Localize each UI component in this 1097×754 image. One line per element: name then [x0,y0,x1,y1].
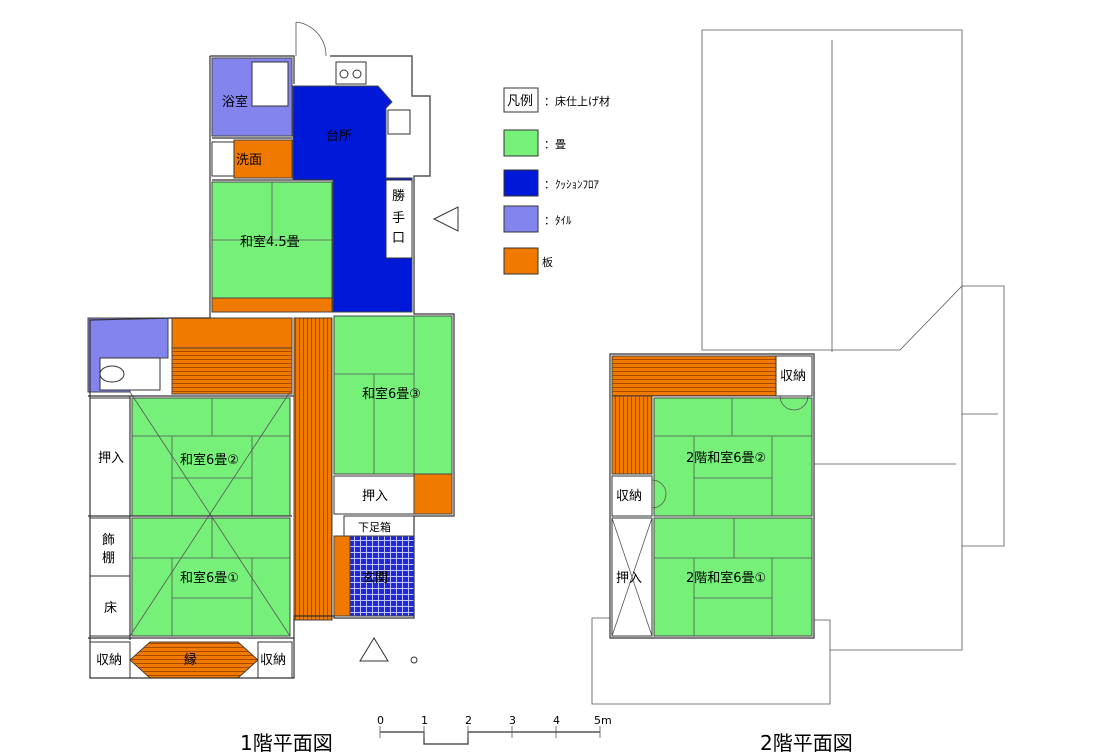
label-geta-bako: 下足箱 [358,520,391,534]
caption-floor1: 1階平面図 [240,731,333,754]
genkan-board [333,535,351,617]
f2-shuno-top [775,355,813,397]
label-shuno-right: 収納 [260,653,286,668]
label-katteguchi-3: 口 [392,231,405,246]
label-shuno-left: 収納 [96,653,122,668]
f2-washitsu-2-floor [653,397,813,517]
label-kitchen: 台所 [326,129,352,144]
legend-title-box [503,87,539,113]
shuno-left-box [89,641,131,679]
f2-stairs-v [611,395,653,475]
label-kazari-1: 飾 [102,533,115,548]
legend-label-tile: ：ﾀｲﾙ [544,214,572,227]
back-door-arrow [432,206,459,232]
floor1-plan [87,21,459,679]
f2-shuno-left [611,475,653,517]
legend-title-suffix: ：床仕上げ材 [544,94,610,108]
label-f2-oshiire: 押入 [616,571,642,586]
caption-floor2: 2階平面図 [760,731,853,754]
scale-bar [379,726,601,745]
label-washitsu-6-2: 和室6畳② [180,452,239,468]
washitsu-6-3-floor [333,315,453,475]
label-toko: 床 [104,601,117,616]
f2-stairs-h [611,355,777,397]
scale-tick-0: 0 [377,714,384,727]
toko-alcove [89,575,131,637]
oshiire-mid-wood [413,473,453,515]
washroom-floor [233,139,293,179]
scale-tick-2: 2 [465,714,472,727]
legend-label-wood: 板 [542,255,553,269]
washitsu-6-1-floor [131,517,291,637]
washitsu-6-2-floor [131,397,291,517]
label-f2-shuno-top: 収納 [780,369,806,384]
oshiire-mid [333,475,415,515]
kitchen-sink [387,109,411,135]
burner-2 [352,69,362,79]
scale-tick-4: 4 [553,714,560,727]
wash-basin [211,141,235,177]
label-engawa: 縁 [184,652,197,668]
kazari-dana [89,517,131,577]
stove [335,61,367,85]
scale-tick-3: 3 [509,714,516,727]
label-washitsu-6-1: 和室6畳① [180,570,239,586]
label-f2-shuno-left: 収納 [616,489,642,504]
f2-washitsu-1-floor [653,517,813,637]
label-f2-washitsu-1: 2階和室6畳① [686,570,766,586]
washitsu-45-board [211,297,333,313]
legend-swatch-tile [503,205,539,233]
toilet-bowl [99,365,125,383]
label-kazari-2: 棚 [102,551,115,566]
genkan-floor [349,535,415,617]
label-genkan: 玄関 [362,571,388,586]
scale-tick-1: 1 [421,714,428,727]
legend-label-cushion: ：ｸｯｼｮﾝﾌﾛｱ [544,178,599,191]
north-circle [410,656,418,664]
legend-label-tatami: ：畳 [544,138,566,151]
bathtub [251,61,289,107]
label-washroom: 洗面 [236,153,262,168]
label-katteguchi-2: 手 [392,211,405,226]
floor2-plan [591,29,1005,705]
legend-swatch-wood [503,247,539,275]
legend-title: 凡例 [507,94,533,109]
scale-tick-5: 5m [594,714,612,727]
label-oshiire-mid: 押入 [362,489,388,504]
legend [503,87,539,275]
burner-1 [339,69,349,79]
corridor-floor [293,317,333,621]
label-bath: 浴室 [222,94,248,110]
entrance-arrow [359,637,389,662]
label-katteguchi-1: 勝 [392,189,405,204]
hall-curve [171,317,293,349]
katteguchi-box [385,179,413,259]
label-washitsu-6-3: 和室6畳③ [362,386,421,402]
legend-swatch-cushion [503,169,539,197]
oshiire-left [89,397,131,517]
label-washitsu-45: 和室4.5畳 [240,234,300,250]
legend-swatch-tatami [503,129,539,157]
label-f2-washitsu-2: 2階和室6畳② [686,450,766,466]
label-oshiire-left: 押入 [98,451,124,466]
